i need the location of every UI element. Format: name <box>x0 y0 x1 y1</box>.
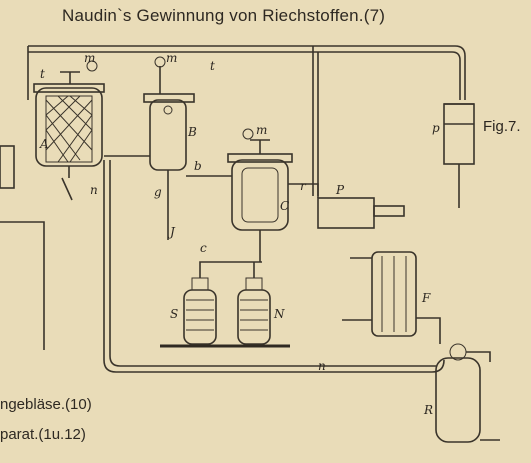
vessel-c <box>186 128 293 262</box>
return-pipe-n <box>103 160 445 373</box>
vessel-b <box>104 56 195 240</box>
label-t-right: t <box>210 59 215 73</box>
side-caption-2: parat.(1u.12) <box>0 426 86 443</box>
top-steam-pipe <box>28 45 466 100</box>
label-r-small: r <box>300 179 307 193</box>
label-j: J <box>167 225 176 239</box>
label-m-c: m <box>256 123 267 137</box>
bottle-s <box>183 277 217 345</box>
label-c-small: c <box>200 241 207 255</box>
label-g: g <box>154 185 162 199</box>
label-b-small: b <box>194 159 202 173</box>
label-m-b: m <box>166 51 177 65</box>
label-s: S <box>170 307 178 321</box>
label-c: C <box>280 199 289 213</box>
left-wall <box>0 221 45 350</box>
label-n-upper: n <box>90 183 98 197</box>
receiver-r <box>435 343 500 443</box>
vessel-a <box>33 60 105 201</box>
label-m-a: m <box>84 51 95 65</box>
bottle-n <box>237 277 271 345</box>
label-n-lower: n <box>318 359 326 373</box>
label-p-piston: p <box>432 121 440 135</box>
label-b: B <box>187 125 197 139</box>
label-f: F <box>421 291 431 305</box>
label-p-pump: P <box>335 183 345 197</box>
figure-label: Fig.7. <box>483 118 521 135</box>
label-n: N <box>273 307 285 321</box>
label-a: A <box>39 137 49 151</box>
condenser-f <box>342 251 441 344</box>
pump-p <box>288 183 405 229</box>
left-bracket <box>0 145 15 189</box>
piston-p <box>443 103 475 208</box>
label-r: R <box>423 403 433 417</box>
page-title: Naudin`s Gewinnung von Riechstoffen.(7) <box>62 6 386 25</box>
label-t-left: t <box>40 67 45 81</box>
side-caption-1: ngebläse.(10) <box>0 396 92 413</box>
